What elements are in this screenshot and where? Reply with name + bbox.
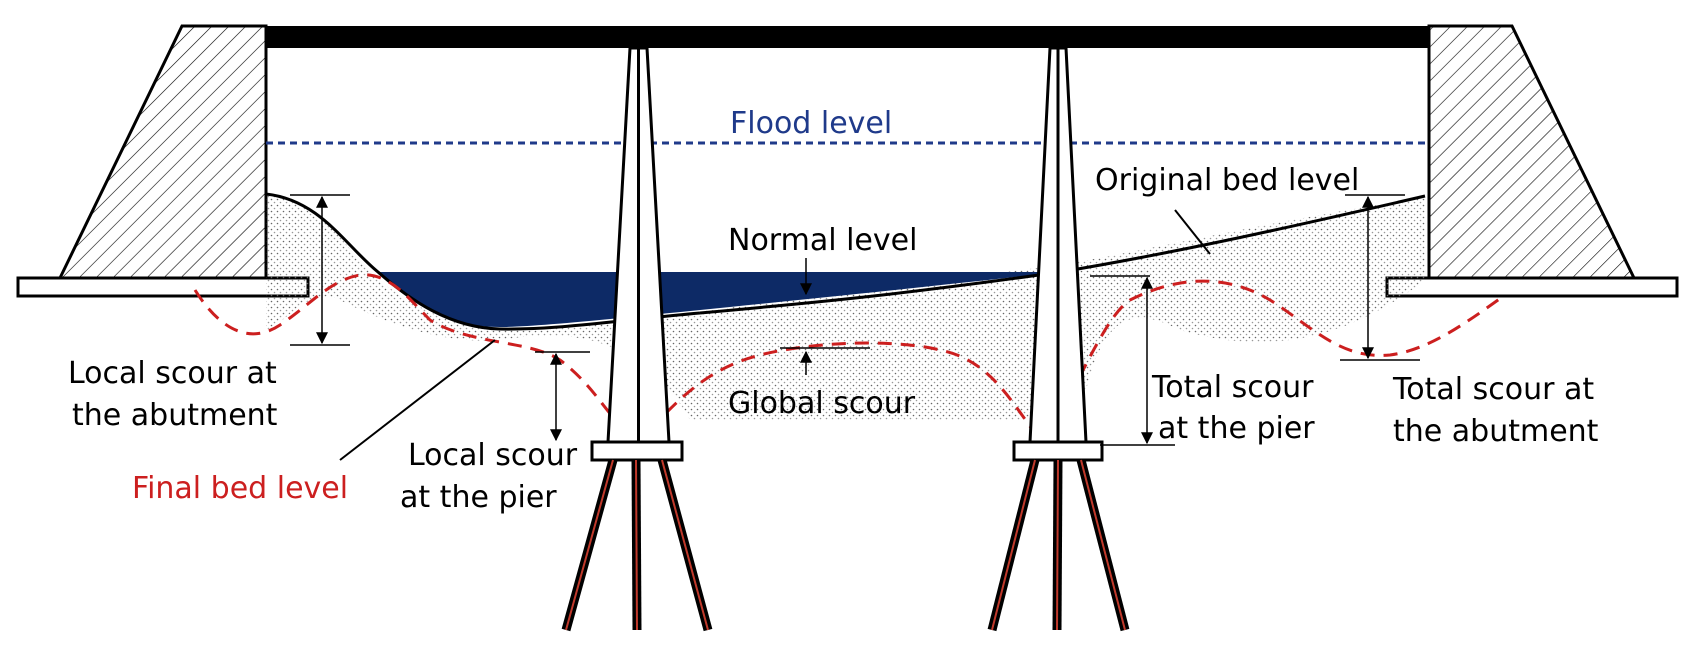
global-scour-label: Global scour bbox=[728, 386, 916, 421]
local-scour-abutment-label-line2: the abutment bbox=[72, 398, 278, 433]
dim-local-scour-abutment bbox=[290, 194, 350, 346]
dim-global-scour bbox=[780, 347, 870, 375]
leader-final-bed bbox=[339, 339, 496, 461]
total-scour-pier-label-line1: Total scour bbox=[1151, 370, 1314, 405]
flood-level-label: Flood level bbox=[730, 106, 892, 141]
left-abutment bbox=[16, 24, 310, 298]
dim-local-scour-pier bbox=[535, 351, 590, 442]
original-bed-line-left bbox=[265, 192, 701, 331]
total-scour-abutment-label-line2: the abutment bbox=[1393, 414, 1599, 449]
local-scour-pier-label-line2: at the pier bbox=[400, 480, 557, 515]
local-scour-pier-label-line1: Local scour bbox=[408, 438, 578, 473]
normal-level-label: Normal level bbox=[728, 223, 917, 258]
left-pier bbox=[561, 46, 713, 632]
final-bed-level-line bbox=[193, 273, 1506, 443]
final-bed-level-label: Final bed level bbox=[132, 471, 348, 506]
right-abutment bbox=[1385, 24, 1679, 298]
total-scour-pier-label-line2: at the pier bbox=[1158, 411, 1315, 446]
bridge-deck bbox=[265, 26, 1430, 48]
total-scour-abutment-label-line1: Total scour at bbox=[1392, 372, 1594, 407]
leader-original-bed bbox=[1174, 209, 1211, 255]
water-body bbox=[378, 272, 1060, 327]
right-pier bbox=[987, 46, 1130, 632]
original-bed-level-label: Original bed level bbox=[1095, 163, 1359, 198]
dim-total-scour-abutment bbox=[1340, 194, 1420, 361]
local-scour-abutment-label-line1: Local scour at bbox=[68, 356, 277, 391]
sediment-layer bbox=[266, 195, 1425, 420]
dim-total-scour-pier bbox=[1090, 275, 1175, 446]
